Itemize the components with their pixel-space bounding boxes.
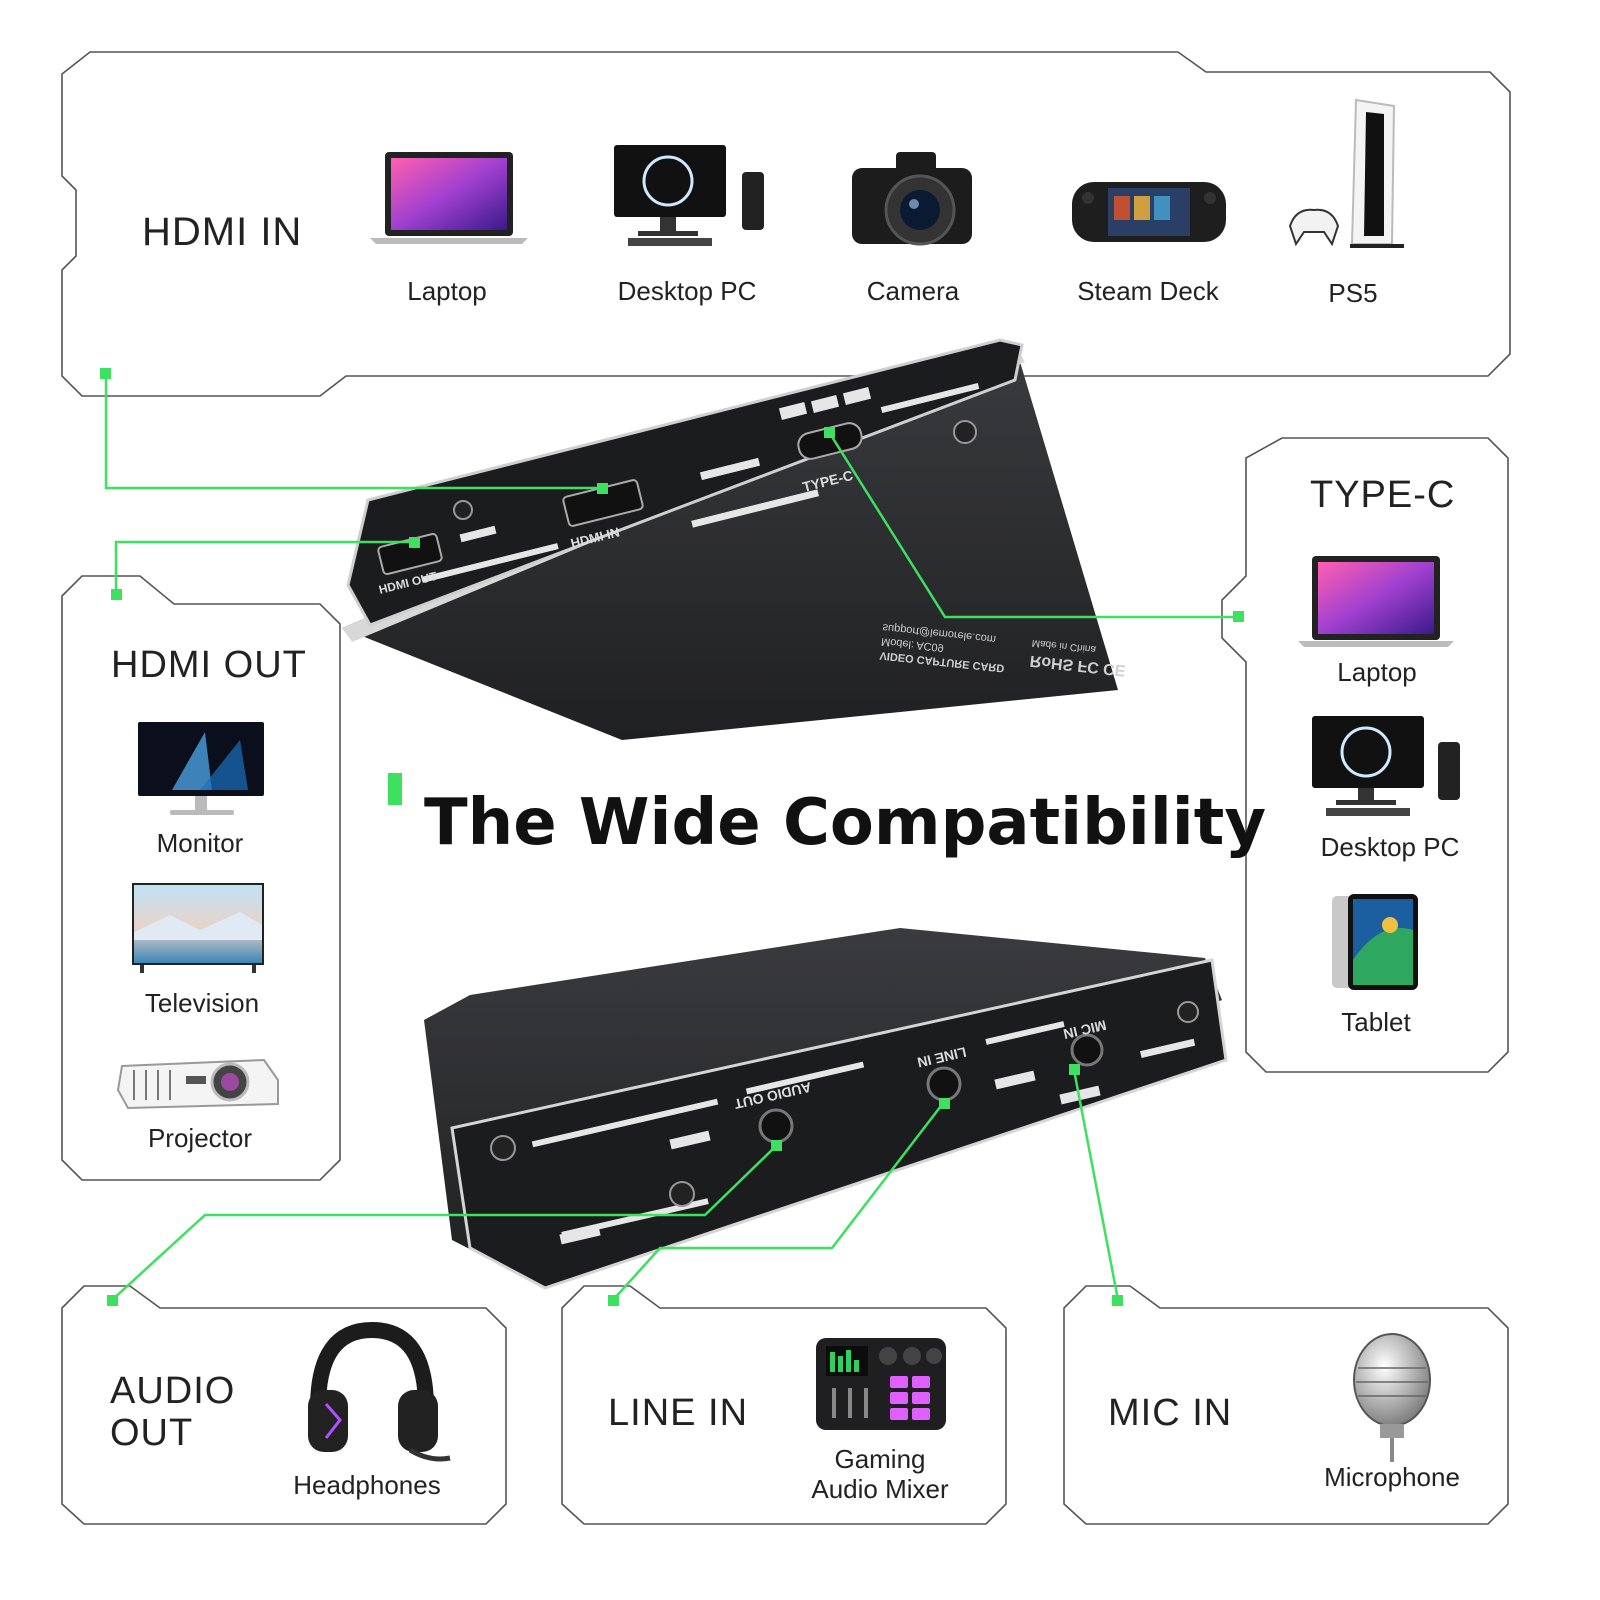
heading-audio-out-line-1: AUDIO (110, 1370, 236, 1412)
headphones-icon (308, 1321, 451, 1462)
label-line-in-item-line-2: Audio Mixer (811, 1474, 949, 1504)
microphone-icon (1353, 1333, 1431, 1462)
label-type-c-laptop: Laptop (1337, 657, 1417, 687)
label-hdmi-out-television: Television (144, 988, 260, 1018)
desktop-pc-icon (1312, 716, 1460, 816)
monitor-icon (138, 722, 264, 815)
laptop-icon (370, 152, 528, 244)
audio-mixer-icon (816, 1338, 946, 1430)
label-type-c-desktop-pc: Desktop PC (1320, 832, 1460, 862)
steam-deck-icon (1072, 182, 1226, 242)
panel-audio-out (61, 1285, 507, 1525)
label-mic-in-microphone: Microphone (1324, 1462, 1460, 1492)
tablet-icon (1332, 894, 1418, 990)
ps5-icon (1288, 98, 1404, 248)
panel-type-c (1221, 437, 1509, 1073)
label-hdmi-in-steam-deck: Steam Deck (1077, 276, 1219, 306)
label-hdmi-in-laptop: Laptop (407, 276, 487, 306)
label-hdmi-in-camera: Camera (866, 276, 960, 306)
label-hdmi-out-monitor: Monitor (156, 828, 244, 858)
projector-icon (116, 1058, 279, 1110)
panel-hdmi-in (61, 51, 1511, 397)
label-type-c-tablet: Tablet (1341, 1007, 1411, 1037)
panel-line-in (561, 1285, 1007, 1525)
heading-hdmi-out: HDMI OUT (111, 644, 307, 686)
heading-type-c: TYPE-C (1310, 474, 1456, 516)
heading-hdmi-in: HDMI IN (142, 210, 303, 254)
title-accent-bar (388, 773, 402, 805)
capture-card-bottom: AUDIO OUT LINE IN MIC IN (424, 928, 1228, 1290)
desktop-pc-icon (614, 145, 764, 246)
label-hdmi-out-projector: Projector (147, 1123, 253, 1153)
television-icon (132, 883, 264, 973)
heading-line-in: LINE IN (608, 1392, 749, 1434)
laptop-icon (1298, 556, 1454, 647)
label-hdmi-in-ps5: PS5 (1328, 278, 1378, 308)
label-hdmi-in-desktop-pc: Desktop PC (617, 276, 757, 306)
panel-mic-in (1063, 1285, 1509, 1525)
panel-hdmi-out (61, 575, 341, 1181)
label-audio-out-headphones: Headphones (293, 1470, 441, 1500)
heading-mic-in: MIC IN (1108, 1392, 1233, 1434)
label-line-in-item-line-1: Gaming (834, 1444, 926, 1474)
camera-icon (852, 152, 972, 246)
page-title: The Wide Compatibility (424, 786, 1267, 860)
capture-card-top: HDMI OUT HDMI IN TYPE-C VIDEO CAPTURE CA… (342, 338, 1127, 740)
connector-lines (104, 374, 1238, 1301)
connector-dots (100, 368, 1244, 1306)
heading-audio-out-line-2: OUT (110, 1412, 194, 1454)
